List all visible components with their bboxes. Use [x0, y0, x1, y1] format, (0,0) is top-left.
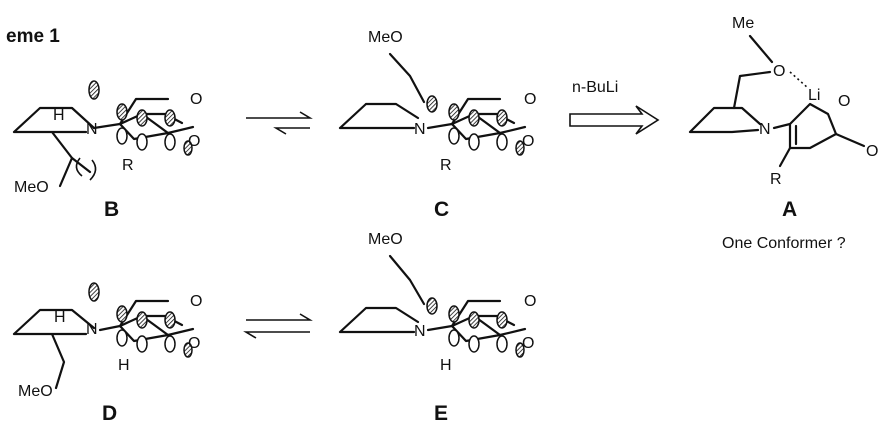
compound-label-b: B	[104, 198, 119, 221]
substituent-r: R	[770, 171, 782, 188]
atom-n: N	[86, 121, 98, 138]
atom-h: H	[54, 309, 66, 326]
carbonyl-oxygen: O	[188, 133, 200, 150]
ring-oxygen: O	[838, 93, 850, 110]
atom-n: N	[414, 121, 426, 138]
carbonyl-oxygen: O	[522, 133, 534, 150]
methyl-group: Me	[732, 15, 754, 32]
methoxy-group: MeO	[18, 383, 53, 400]
ring-oxygen: O	[524, 91, 536, 108]
compound-b: H N MeO O O R B	[12, 80, 202, 221]
compound-c: MeO N O O R C	[338, 29, 536, 221]
conformer-question: One Conformer ?	[722, 235, 846, 252]
carbonyl-oxygen: O	[866, 143, 878, 160]
compound-label-a: A	[782, 198, 797, 221]
reaction-arrow	[569, 105, 660, 135]
scheme-title: eme 1	[6, 26, 60, 47]
compound-label-e: E	[434, 402, 448, 424]
compound-a: Me O Li N O O R A One Conformer ?	[688, 15, 878, 252]
substituent-r: R	[440, 157, 452, 174]
methoxy-group: MeO	[368, 29, 403, 46]
methoxy-group: MeO	[368, 231, 403, 248]
substituent-h: H	[440, 357, 452, 374]
atom-n: N	[759, 121, 771, 138]
ether-oxygen: O	[773, 63, 785, 80]
equilibrium-arrow-de	[243, 313, 313, 339]
atom-n: N	[414, 323, 426, 340]
substituent-h: H	[118, 357, 130, 374]
ring-oxygen: O	[190, 91, 202, 108]
lithium-atom: Li	[808, 87, 820, 104]
atom-h: H	[53, 107, 65, 124]
compound-label-d: D	[102, 402, 117, 424]
methoxy-group: MeO	[14, 179, 49, 196]
equilibrium-arrow-bc	[246, 111, 313, 135]
carbonyl-oxygen: O	[522, 335, 534, 352]
ring-oxygen: O	[524, 293, 536, 310]
ring-oxygen: O	[190, 293, 202, 310]
compound-d: H N MeO O O H D	[12, 282, 202, 424]
carbonyl-oxygen: O	[188, 335, 200, 352]
compound-label-c: C	[434, 198, 449, 221]
compound-e: MeO N O O H E	[338, 231, 536, 424]
reagent-label: n-BuLi	[572, 79, 618, 96]
substituent-r: R	[122, 157, 134, 174]
atom-n: N	[86, 321, 98, 338]
